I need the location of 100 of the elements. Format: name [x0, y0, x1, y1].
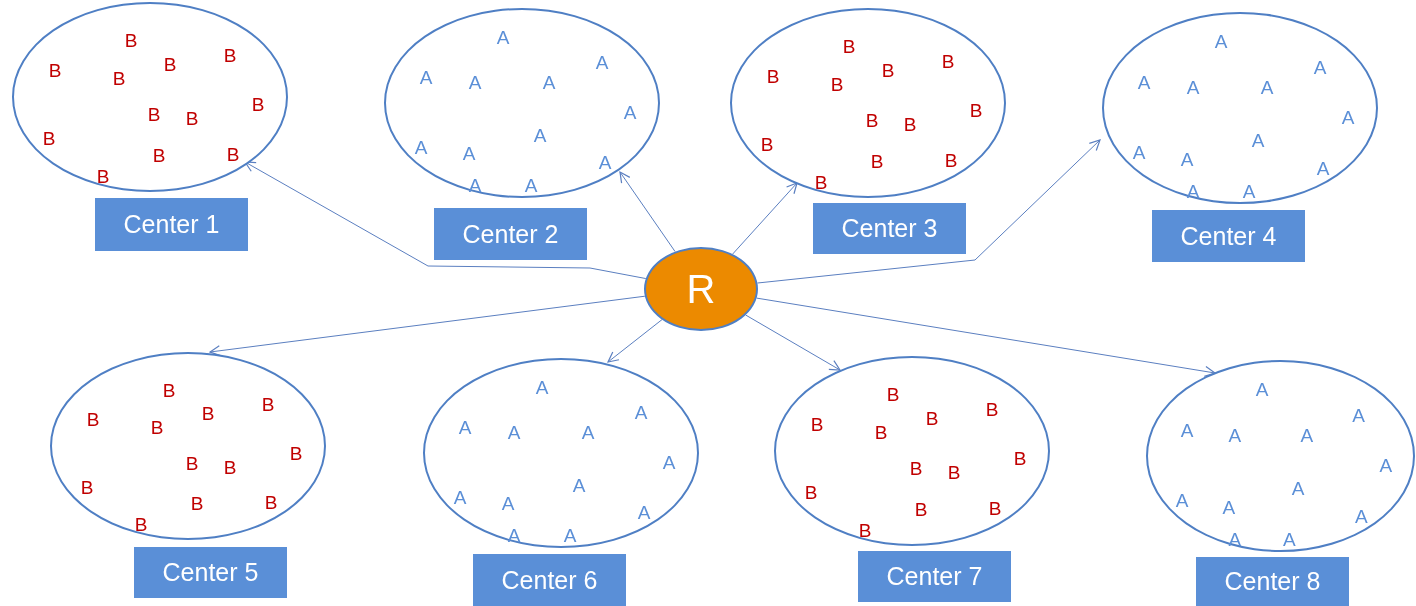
point-label: B: [185, 108, 199, 128]
point-label: B: [163, 54, 177, 74]
point-label: A: [535, 377, 549, 397]
point-label: A: [1316, 158, 1330, 178]
center-label-box: Center 1: [95, 198, 248, 251]
point-label: A: [1228, 529, 1242, 549]
point-label: A: [1282, 529, 1296, 549]
point-label: A: [462, 143, 476, 163]
point-label: B: [289, 443, 303, 463]
arrow: [244, 161, 647, 280]
point-label: A: [1300, 425, 1314, 445]
point-label: B: [766, 66, 780, 86]
point-label: B: [162, 380, 176, 400]
center-label-box: Center 5: [134, 547, 287, 598]
point-label: A: [1186, 77, 1200, 97]
point-label: B: [80, 477, 94, 497]
arrow: [756, 297, 1216, 377]
point-label: A: [1137, 72, 1151, 92]
point-label: B: [988, 498, 1002, 518]
point-label: B: [830, 74, 844, 94]
point-label: A: [572, 475, 586, 495]
point-label: B: [914, 499, 928, 519]
point-label: A: [1260, 77, 1274, 97]
point-label: B: [124, 30, 138, 50]
point-label: B: [810, 414, 824, 434]
arrow: [745, 314, 841, 371]
point-label: B: [201, 403, 215, 423]
point-label: A: [1242, 181, 1256, 201]
point-label: A: [1313, 57, 1327, 77]
point-label: B: [870, 151, 884, 171]
point-label: A: [533, 125, 547, 145]
point-label: B: [112, 68, 126, 88]
point-label: A: [414, 137, 428, 157]
point-label: A: [1379, 455, 1393, 475]
arrow: [619, 171, 676, 253]
point-label: B: [944, 150, 958, 170]
center-label-box: Center 3: [813, 203, 966, 254]
point-label: B: [969, 100, 983, 120]
point-label: A: [1341, 107, 1355, 127]
point-label: B: [909, 458, 923, 478]
point-label: B: [814, 172, 828, 192]
point-label: B: [985, 399, 999, 419]
point-label: B: [134, 514, 148, 534]
point-label: A: [1214, 31, 1228, 51]
point-label: B: [96, 166, 110, 186]
point-label: B: [760, 134, 774, 154]
point-label: A: [1255, 379, 1269, 399]
point-label: B: [842, 36, 856, 56]
point-label: A: [662, 452, 676, 472]
point-label: A: [581, 422, 595, 442]
point-label: A: [1228, 425, 1242, 445]
point-label: A: [634, 402, 648, 422]
point-label: A: [468, 72, 482, 92]
point-label: A: [501, 493, 515, 513]
point-label: B: [223, 45, 237, 65]
point-label: A: [453, 487, 467, 507]
center-label-box: Center 4: [1152, 210, 1305, 262]
point-label: B: [903, 114, 917, 134]
point-label: A: [507, 525, 521, 545]
point-label: B: [226, 144, 240, 164]
point-label: A: [542, 72, 556, 92]
point-label: A: [524, 175, 538, 195]
arrow: [607, 319, 663, 363]
point-label: A: [1186, 181, 1200, 201]
point-label: A: [595, 52, 609, 72]
point-label: A: [507, 422, 521, 442]
point-label: A: [1355, 506, 1368, 526]
point-label: B: [925, 408, 939, 428]
point-label: A: [1175, 490, 1189, 510]
point-label: B: [86, 409, 100, 429]
point-label: B: [941, 51, 955, 71]
point-label: B: [150, 417, 164, 437]
point-label: B: [865, 110, 879, 130]
point-label: B: [264, 492, 278, 512]
point-label: A: [637, 502, 651, 522]
point-label: B: [858, 520, 872, 540]
point-label: B: [48, 60, 62, 80]
point-label: B: [42, 128, 56, 148]
point-label: A: [598, 152, 612, 172]
point-label: B: [185, 453, 199, 473]
point-label: A: [1291, 478, 1305, 498]
point-label: B: [947, 462, 961, 482]
point-label: A: [1180, 149, 1194, 168]
point-label: B: [251, 94, 265, 114]
point-label: B: [881, 60, 895, 80]
point-label: B: [152, 145, 166, 165]
point-label: A: [419, 67, 433, 87]
point-label: A: [623, 102, 637, 122]
center-label-box: Center 6: [473, 554, 626, 606]
point-label: B: [886, 384, 900, 404]
point-label: B: [223, 457, 237, 477]
point-label: B: [261, 394, 275, 414]
point-label: A: [1180, 420, 1194, 440]
point-label: B: [190, 493, 204, 513]
point-label: B: [147, 104, 161, 124]
point-label: B: [874, 422, 888, 442]
point-label: A: [1352, 405, 1365, 425]
point-label: A: [1251, 130, 1265, 150]
point-label: A: [468, 175, 482, 195]
point-label: B: [1013, 448, 1027, 468]
